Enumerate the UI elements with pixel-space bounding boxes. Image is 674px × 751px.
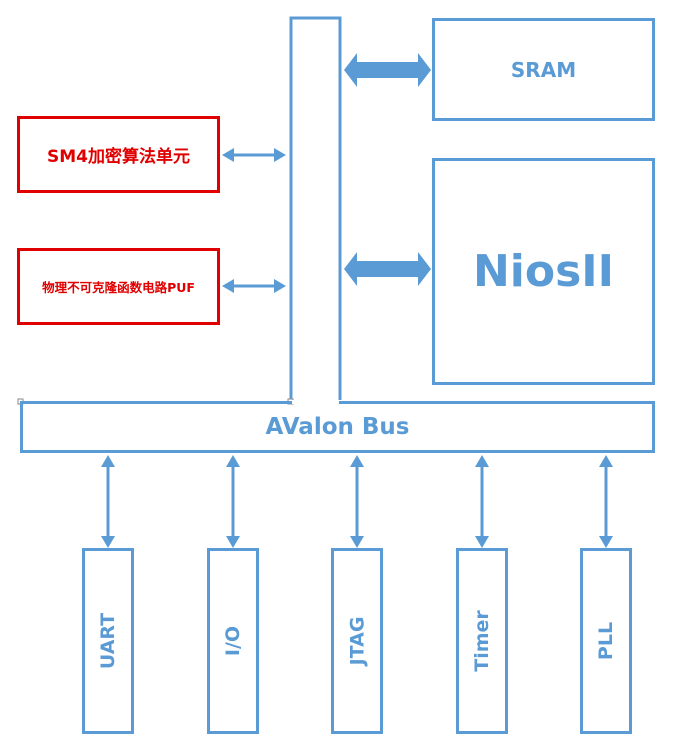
nios-block: NiosII bbox=[432, 158, 655, 385]
bus-trunk-opening bbox=[292, 400, 339, 404]
nios-double-arrow bbox=[344, 252, 431, 286]
sram-block: SRAM bbox=[432, 18, 655, 121]
uart-block: UART bbox=[82, 548, 134, 734]
uart-double-arrow bbox=[101, 455, 115, 548]
avalon-bus-label: AValon Bus bbox=[265, 414, 410, 440]
puf-double-arrow bbox=[222, 279, 286, 293]
timer-double-arrow bbox=[475, 455, 489, 548]
sm4-label: SM4加密算法单元 bbox=[47, 147, 190, 167]
jtag-label: JTAG bbox=[346, 616, 369, 666]
timer-label: Timer bbox=[471, 610, 493, 672]
puf-label: 物理不可克隆函数电路PUF bbox=[42, 280, 195, 295]
nios-label: NiosII bbox=[472, 246, 615, 297]
sram-label: SRAM bbox=[510, 57, 577, 82]
sm4-block: SM4加密算法单元 bbox=[17, 116, 220, 193]
jtag-block: JTAG bbox=[331, 548, 383, 734]
io-block: I/O bbox=[207, 548, 259, 734]
jtag-double-arrow bbox=[350, 455, 364, 548]
uart-label: UART bbox=[97, 612, 120, 670]
pll-label: PLL bbox=[594, 621, 617, 661]
sm4-double-arrow bbox=[222, 148, 286, 162]
sram-double-arrow bbox=[344, 53, 431, 87]
vertical-bus-trunk bbox=[289, 16, 342, 400]
puf-block: 物理不可克隆函数电路PUF bbox=[17, 248, 220, 325]
pll-block: PLL bbox=[580, 548, 632, 734]
io-double-arrow bbox=[226, 455, 240, 548]
pll-double-arrow bbox=[599, 455, 613, 548]
io-label: I/O bbox=[221, 625, 244, 657]
timer-block: Timer bbox=[456, 548, 508, 734]
avalon-bus: AValon Bus bbox=[20, 401, 655, 453]
